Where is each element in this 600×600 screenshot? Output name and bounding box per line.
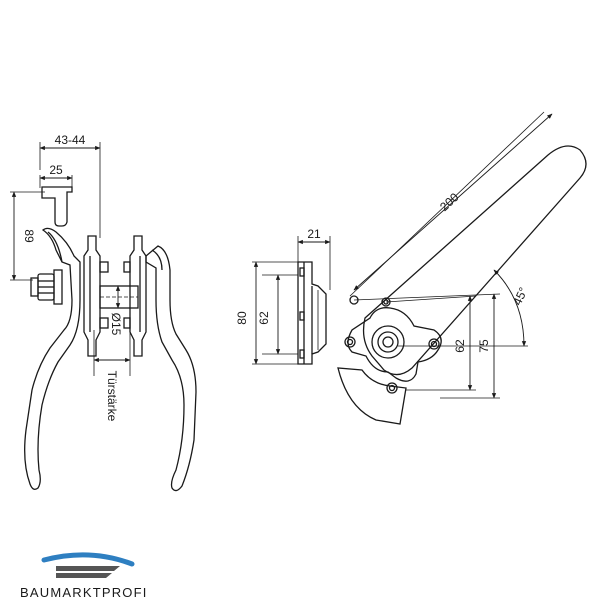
left-lever-handle — [24, 227, 81, 490]
dim-89: 89 — [22, 229, 36, 243]
dim-25: 25 — [49, 163, 63, 177]
logo-stripes — [56, 566, 120, 578]
dim-62-bracket: 62 — [453, 339, 467, 353]
side-view — [10, 142, 197, 492]
dim-62-rose: 62 — [257, 311, 271, 325]
rose-segment — [337, 367, 407, 425]
dim-80: 80 — [235, 311, 249, 325]
left-rose — [83, 235, 101, 357]
baumarktprofi-logo: BAUMARKTPROFI — [20, 552, 148, 600]
rose-profile-view — [252, 236, 331, 365]
dim-21: 21 — [307, 227, 321, 241]
dim-45-degrees: 45° — [510, 285, 530, 308]
logo-roof-icon — [41, 552, 135, 567]
front-view — [337, 111, 587, 425]
hub-outer — [371, 325, 405, 359]
dim-43-44: 43-44 — [55, 133, 86, 147]
right-rose — [129, 235, 147, 357]
dim-75: 75 — [477, 339, 491, 353]
logo-text: BAUMARKTPROFI — [20, 585, 148, 600]
right-lever-handle — [145, 245, 197, 492]
rose-plate — [347, 307, 442, 382]
dim-diameter-15: Ø15 — [109, 313, 123, 336]
spindle-cap-part — [41, 186, 73, 227]
handle-bar — [362, 145, 587, 376]
door-thickness-label: Türstärke — [105, 371, 119, 422]
